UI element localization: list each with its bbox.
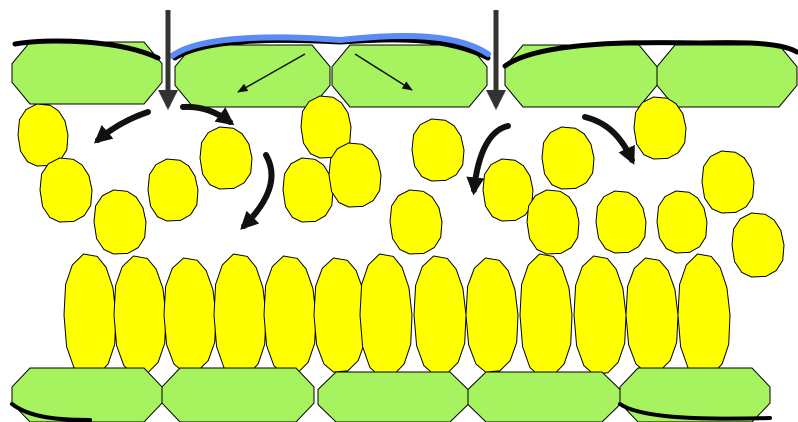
palisade-cell [360,254,412,376]
palisade-cell [574,256,626,374]
upper-epidermis [12,42,797,107]
spongy-mesophyll [18,96,784,277]
palisade-cell [64,254,116,376]
spongy-cell [702,151,754,213]
spongy-cell [40,158,92,222]
spongy-cell [390,190,442,254]
spongy-cell [283,158,333,222]
palisade-cell [626,258,678,372]
spongy-cell [527,190,579,254]
lower-epidermis-cell [468,372,620,422]
spongy-cell [732,213,784,277]
palisade-cell [520,254,572,376]
upper-epidermis-cell [175,45,330,107]
spongy-cell [329,143,381,207]
palisade-cell [114,256,166,374]
palisade-cell [314,258,366,372]
curved-arrow-icon [183,107,230,122]
spongy-cell [542,127,594,189]
lower-epidermis-cell [162,368,314,422]
palisade-cell [414,256,466,374]
palisade-mesophyll [64,254,730,376]
spongy-cell [200,127,252,189]
palisade-cell [264,256,316,374]
palisade-cell [164,258,216,372]
lower-epidermis [12,368,770,422]
curved-arrow-icon [98,112,148,140]
spongy-cell [94,190,146,254]
spongy-cell [18,104,68,166]
spongy-cell [483,159,533,221]
palisade-cell [214,254,266,376]
spongy-cell [412,119,464,181]
spongy-cell [657,191,707,253]
palisade-cell [466,258,518,372]
palisade-cell [678,254,730,376]
spongy-cell [148,159,198,221]
lower-epidermis-cell [318,372,468,422]
upper-epidermis-cell [657,45,797,107]
spongy-cell [596,191,646,253]
spongy-cell [634,97,686,159]
